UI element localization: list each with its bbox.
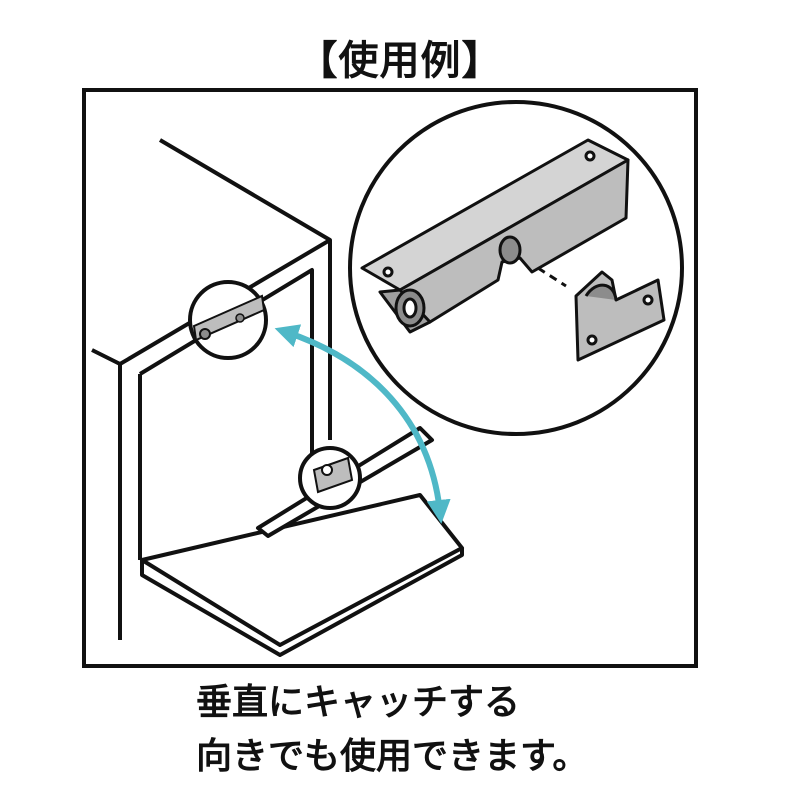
illustration-frame [82, 88, 698, 668]
door-catch-plate [298, 446, 362, 510]
magnet-catch-body [360, 138, 630, 334]
swing-arrow-icon [274, 324, 451, 524]
usage-caption: 垂直にキャッチする 向きでも使用できます。 [196, 676, 588, 784]
drop-door [140, 426, 464, 657]
caption-line-2: 向きでも使用できます。 [196, 736, 589, 777]
zoom-circle-icon [348, 100, 684, 436]
cabinet-catch-detail [188, 280, 268, 360]
strike-plate [574, 270, 666, 362]
usage-example-title: 【使用例】 [297, 38, 503, 84]
caption-line-1: 垂直にキャッチする [196, 682, 521, 723]
